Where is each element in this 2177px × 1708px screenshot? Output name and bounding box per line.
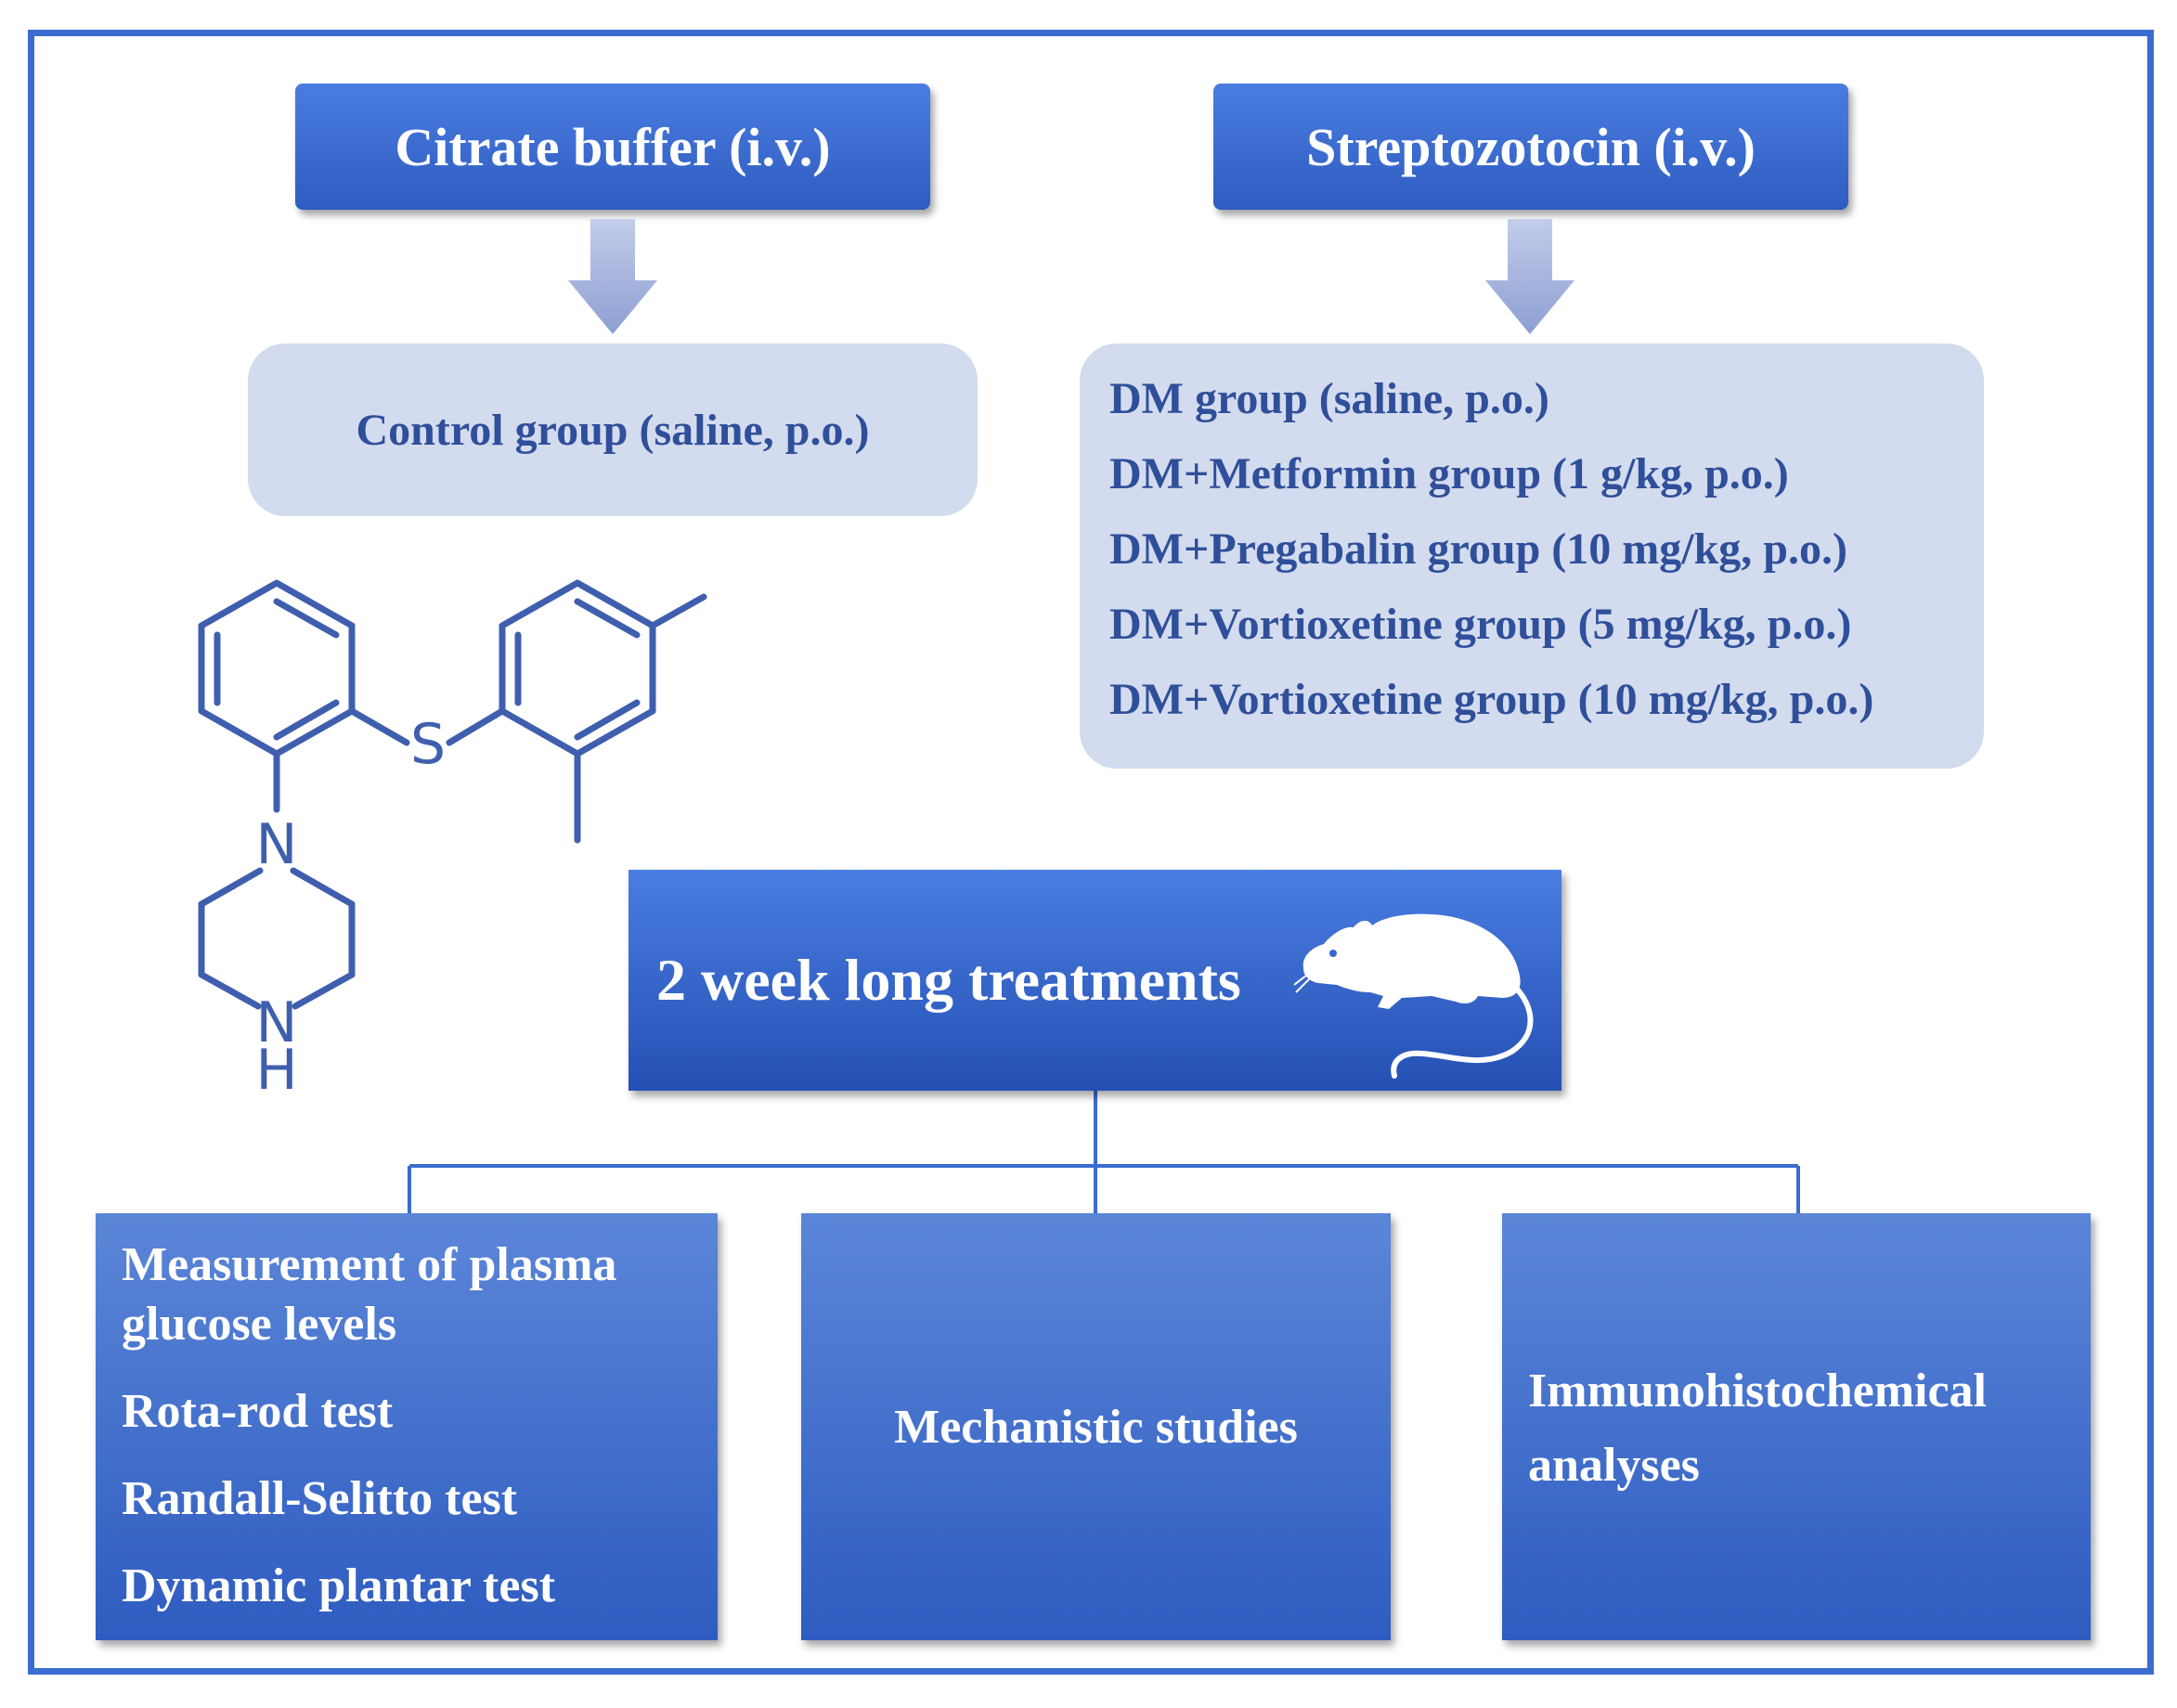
measurement-item: Randall-Selitto test [122,1472,518,1525]
citrate-buffer-box: Citrate buffer (i.v.) [295,84,930,210]
mechanistic-studies-label: Mechanistic studies [894,1400,1298,1454]
immunohistochemical-box: Immunohistochemical analyses [1502,1213,2091,1640]
mechanistic-studies-box: Mechanistic studies [801,1213,1391,1640]
dm-group-item: DM group (saline, p.o.) [1109,374,1549,423]
vortioxetine-structure: S N N H [198,579,707,1103]
measurement-item: Dynamic plantar test [122,1559,556,1612]
down-arrow-right-icon [1485,219,1574,334]
nitrogen-atom-label: N [256,990,298,1055]
treatment-label: 2 week long treatments [656,947,1241,1013]
measurement-item: Rota-rod test [122,1385,394,1438]
treatment-box: 2 week long treatments [628,870,1561,1091]
down-arrow-left-icon [568,219,657,334]
rat-icon [1293,913,1534,1079]
immunohistochemical-label: Immunohistochemical analyses [1528,1365,1987,1492]
control-group-label: Control group (saline, p.o.) [356,405,870,455]
measurement-item: Measurement of plasma glucose levels [122,1238,617,1351]
citrate-buffer-label: Citrate buffer (i.v.) [395,116,831,177]
dm-group-item: DM+Metformin group (1 g/kg, p.o.) [1109,449,1789,498]
diagram-frame [28,30,2154,1675]
dm-groups-box: DM group (saline, p.o.) DM+Metformin gro… [1080,343,1984,769]
streptozotocin-box: Streptozotocin (i.v.) [1213,84,1848,210]
hydrogen-atom-label: H [255,1038,297,1103]
sulfur-atom-label: S [410,712,446,777]
control-group-box: Control group (saline, p.o.) [248,343,978,516]
measurements-box: Measurement of plasma glucose levels Rot… [96,1213,718,1640]
dm-group-item: DM+Vortioxetine group (5 mg/kg, p.o.) [1109,600,1852,649]
nitrogen-atom-label: N [256,812,298,877]
dm-group-item: DM+Vortioxetine group (10 mg/kg, p.o.) [1109,675,1874,724]
streptozotocin-label: Streptozotocin (i.v.) [1306,116,1756,177]
dm-group-item: DM+Pregabalin group (10 mg/kg, p.o.) [1109,524,1847,574]
